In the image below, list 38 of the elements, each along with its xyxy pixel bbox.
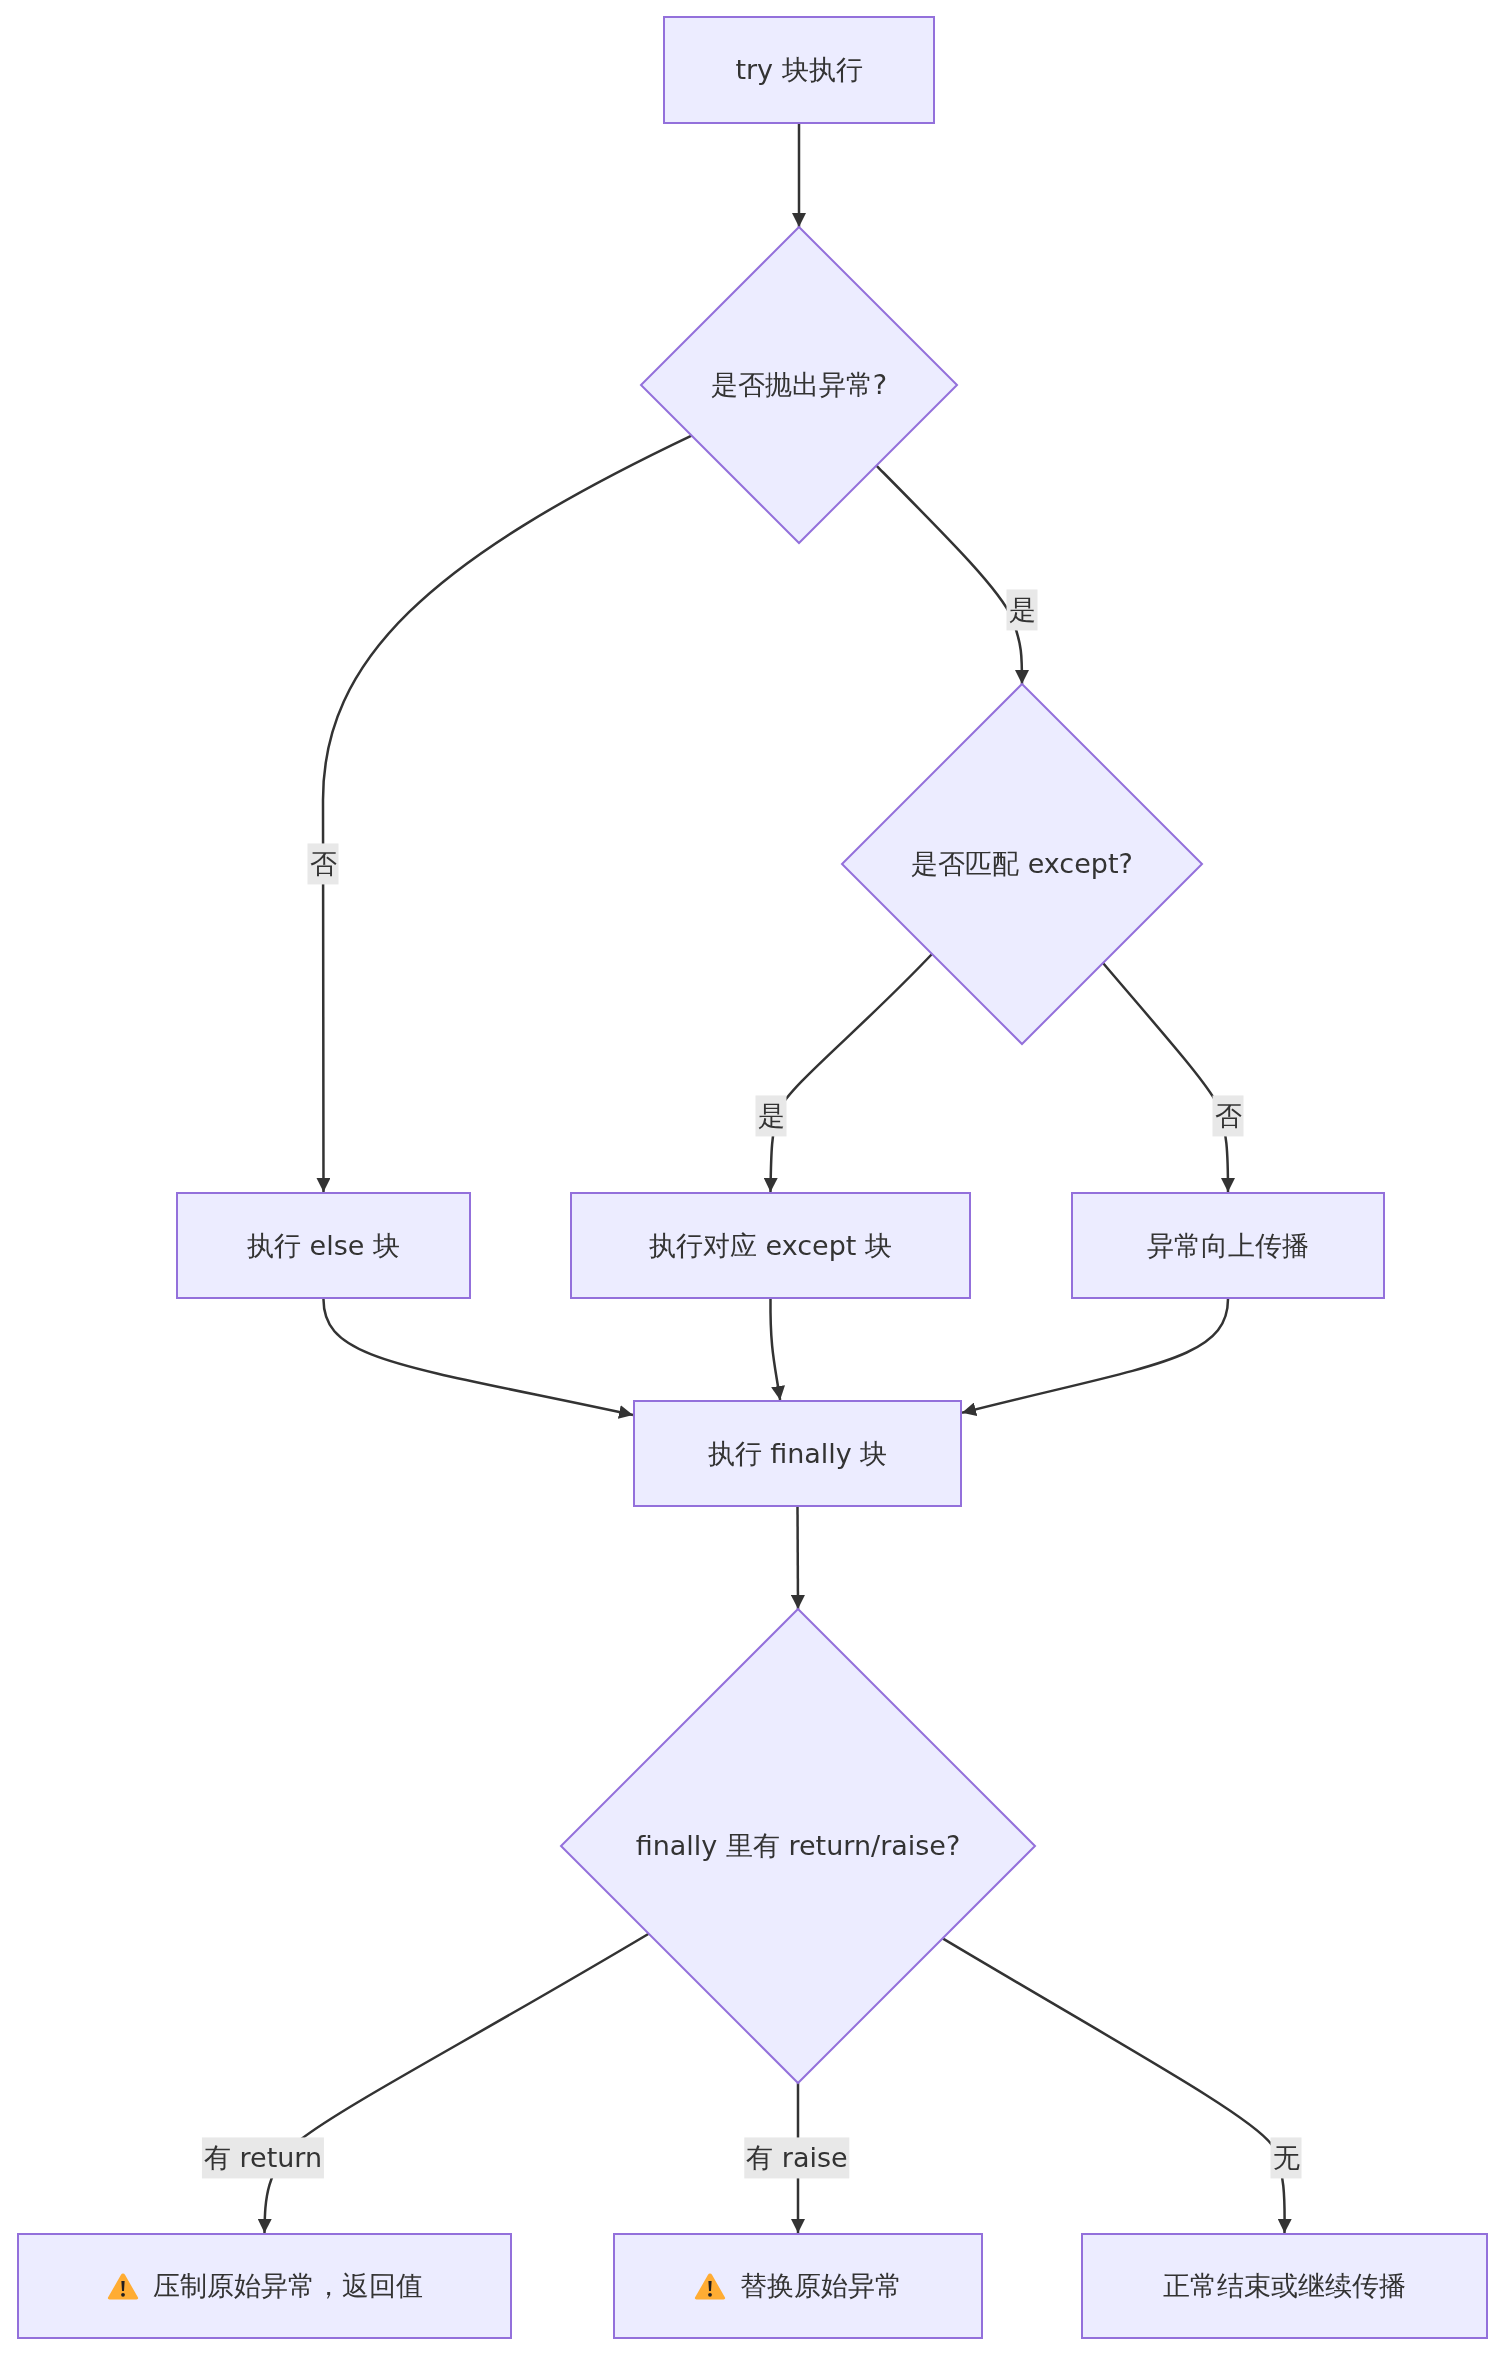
process-box [17,2233,512,2339]
arrow [941,1937,1292,2233]
process-box [613,2233,983,2339]
step-label: 执行对应 except 块 [649,1228,892,1263]
process-box [663,16,935,124]
step-label: 压制原始异常，返回值 [152,2269,423,2304]
edge-label: 无 [1270,2137,1302,2179]
decision-label: finally 里有 return/raise? [635,1829,961,1864]
edge-label: 是 [755,1095,787,1137]
process-box [176,1192,471,1299]
process-box [570,1192,971,1299]
process-box [1071,1192,1385,1299]
decision-label: 是否匹配 except? [911,847,1133,882]
decision-diamond [641,227,957,543]
process-box [633,1400,962,1507]
arrow [790,1507,805,1609]
process-box [1081,2233,1488,2339]
edge-label: 有 raise [744,2137,850,2179]
step-label: 正常结束或继续传播 [1163,2269,1406,2304]
decision-label: 是否抛出异常? [710,368,888,403]
decision-diamond [561,1609,1035,2083]
decision-diamond [842,684,1202,1044]
edge-label: 有 return [201,2137,325,2179]
step-label: 异常向上传播 [1147,1228,1309,1263]
arrow [961,1298,1230,1417]
arrow [875,464,1029,684]
edge-label: 否 [1212,1095,1244,1137]
step-label: try 块执行 [735,53,863,88]
step-label: 执行 else 块 [247,1228,400,1263]
arrow [769,1299,785,1401]
edge-label: 是 [1006,589,1038,631]
step-label: 执行 finally 块 [707,1436,888,1471]
edge-label: 否 [307,843,339,885]
arrow [322,1298,634,1419]
arrow [257,1932,650,2234]
arrow [316,434,693,1192]
arrow [792,124,806,227]
step-label: 替换原始异常 [740,2269,902,2304]
